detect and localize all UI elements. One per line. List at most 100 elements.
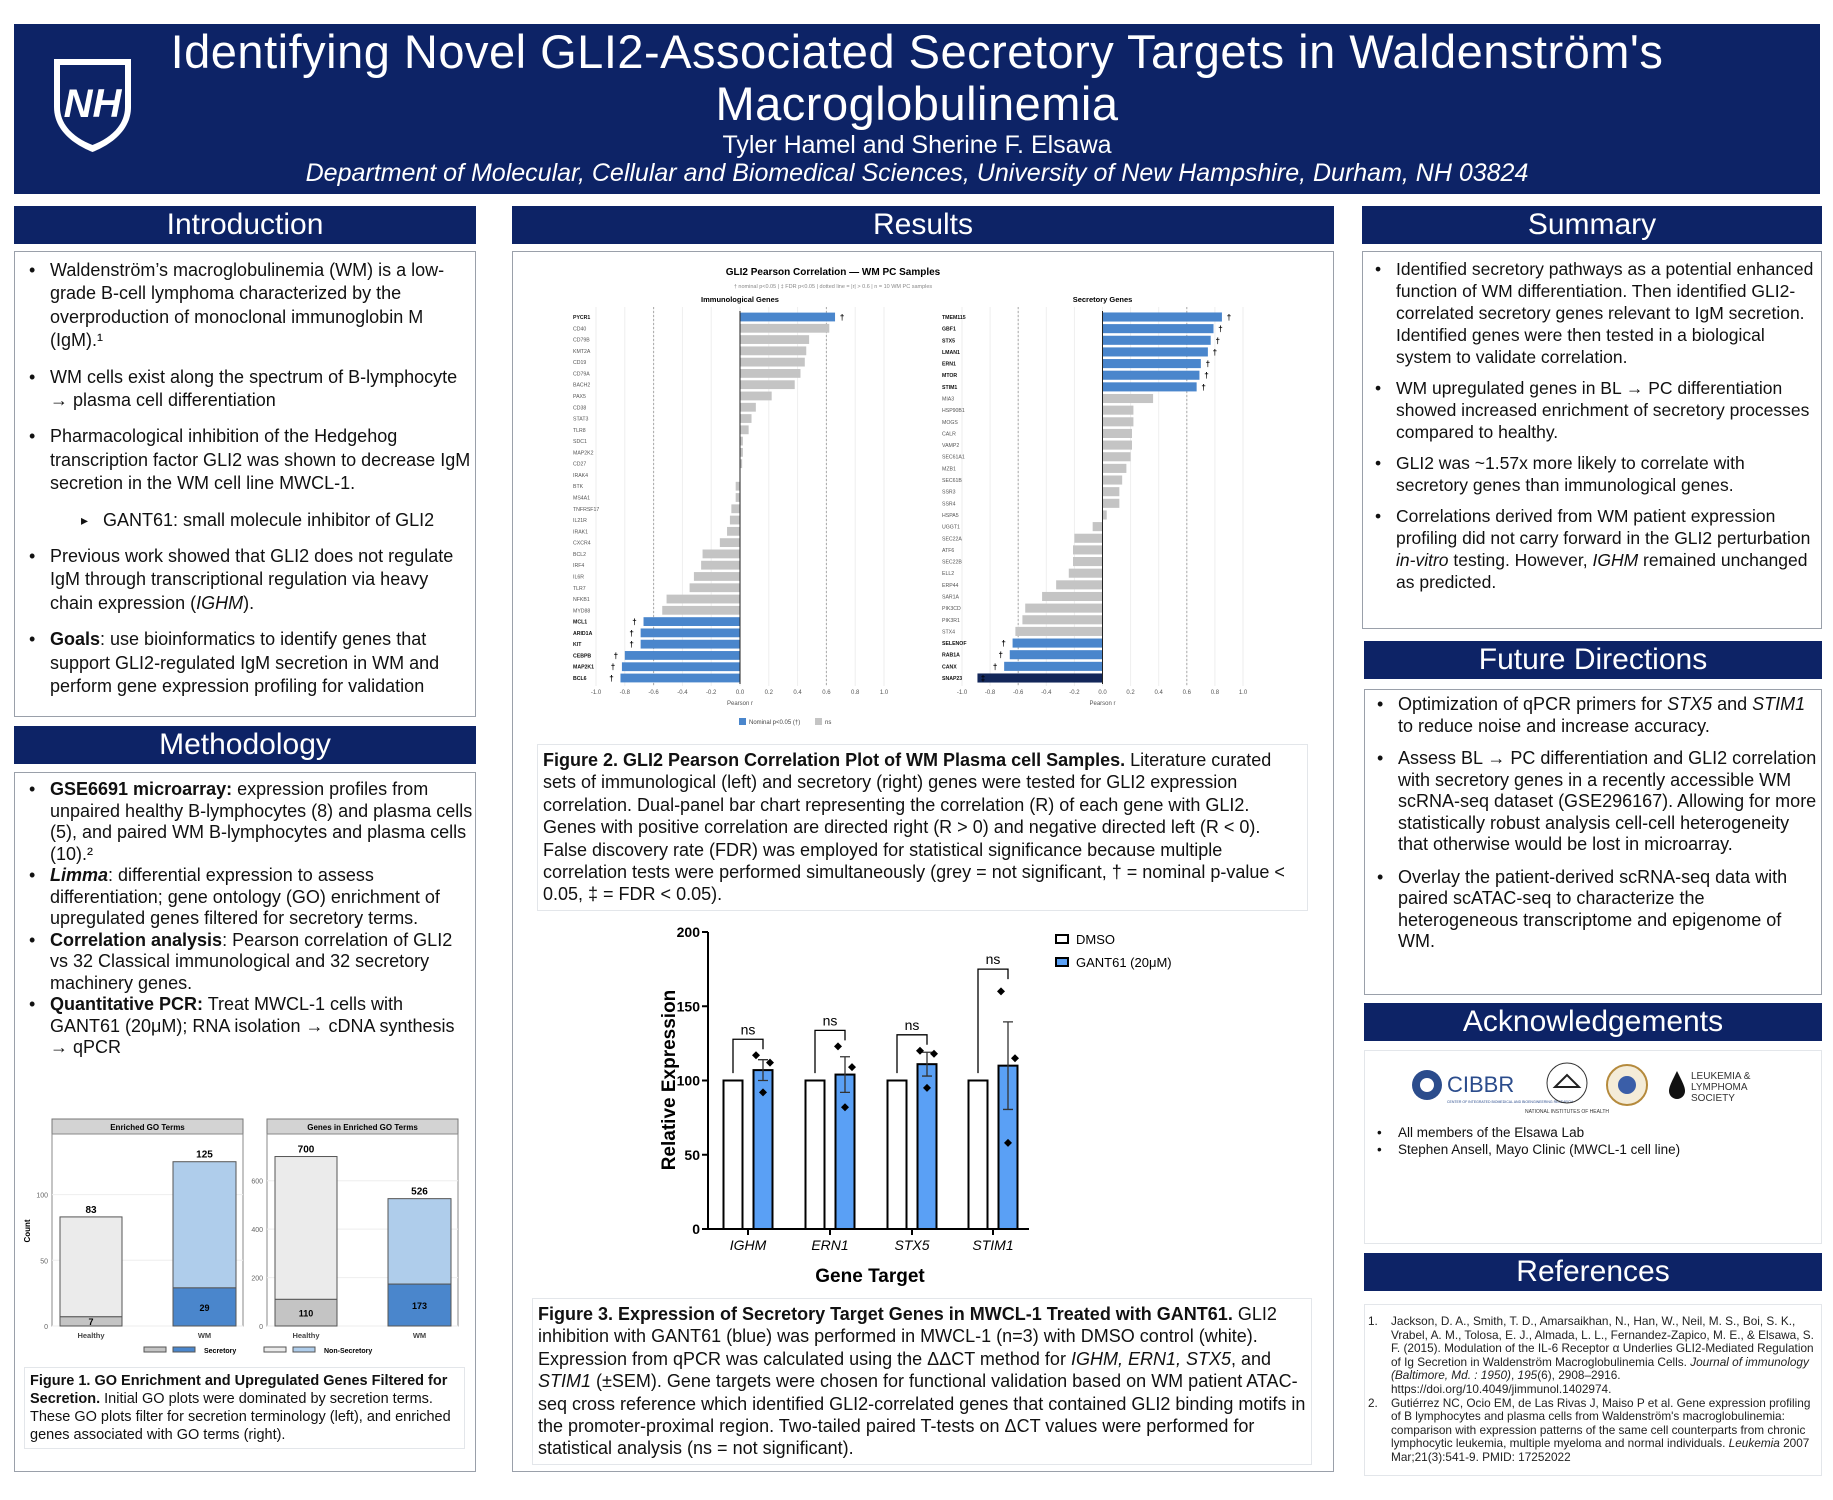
references-section: 1. Jackson, D. A., Smith, T. D., Amarsai… xyxy=(1364,1304,1822,1476)
gene-label: MTOR xyxy=(942,373,957,379)
gene-label: HSPA5 xyxy=(942,513,959,519)
correlation-bar xyxy=(740,391,772,401)
replicate-point xyxy=(1011,1054,1019,1063)
significance-bracket xyxy=(814,1029,846,1074)
correlation-bar xyxy=(977,673,1103,683)
significance-marker: † xyxy=(1201,383,1205,392)
correlation-bar xyxy=(1102,370,1200,380)
figure2-correlation-chart: GLI2 Pearson Correlation — WM PC Samples… xyxy=(573,267,1248,726)
gene-label: MZB1 xyxy=(942,466,956,472)
non-secretory-bar xyxy=(59,1216,123,1318)
significance-label: ns xyxy=(741,1021,756,1037)
figure2-caption: Figure 2. GLI2 Pearson Correlation Plot … xyxy=(537,744,1308,911)
svg-text:CENTER OF INTEGRATED BIOMEDICA: CENTER OF INTEGRATED BIOMEDICAL AND BIOE… xyxy=(1447,1100,1573,1104)
total-label: 526 xyxy=(411,1187,428,1198)
method-item: Limma: differential expression to assess… xyxy=(23,865,475,930)
acknowledgements-section: CIBBR CENTER OF INTEGRATED BIOMEDICAL AN… xyxy=(1364,1050,1822,1244)
x-tick-label: -0.2 xyxy=(1069,690,1080,696)
significance-bracket xyxy=(977,968,1009,1074)
non-secretory-bar xyxy=(274,1156,338,1300)
gene-label: BCL6 xyxy=(573,676,587,682)
chart-subtitle: † nominal p<0.05 | ‡ FDR p<0.05 | dotted… xyxy=(734,284,933,290)
replicate-point xyxy=(841,1103,849,1112)
significance-marker: † xyxy=(1204,371,1208,380)
legend-label: Non-Secretory xyxy=(324,1348,372,1355)
gene-label: NFKB1 xyxy=(573,597,590,603)
legend-label: Nominal p<0.05 (†) xyxy=(749,720,800,726)
correlation-bar xyxy=(1102,324,1214,334)
correlation-bar xyxy=(643,617,740,626)
x-tick-label: 0.8 xyxy=(1211,690,1220,696)
correlation-bar xyxy=(740,357,805,367)
gene-label: ERN1 xyxy=(942,362,956,368)
correlation-bar xyxy=(640,628,740,638)
x-tick-label: 1.0 xyxy=(880,690,889,696)
correlation-bar xyxy=(735,493,740,502)
unh-logo-icon: NH xyxy=(54,59,131,152)
correlation-bar xyxy=(1074,533,1103,543)
gene-label: SEC61B xyxy=(942,478,962,484)
method-item: Quantitative PCR: Treat MWCL-1 cells wit… xyxy=(23,994,475,1059)
x-tick-label: 0.6 xyxy=(822,690,831,696)
significance-marker: † xyxy=(611,663,615,672)
significance-marker: † xyxy=(1213,348,1217,357)
correlation-bar xyxy=(1102,382,1197,392)
secretory-bar xyxy=(387,1283,452,1327)
panel-title: Enriched GO Terms xyxy=(110,1123,185,1132)
method-item: GSE6691 microarray: expression profiles … xyxy=(23,779,475,865)
correlation-bar xyxy=(693,572,740,581)
gene-label: CANX xyxy=(942,664,957,670)
correlation-bar xyxy=(740,436,743,446)
references-heading: References xyxy=(1364,1253,1822,1291)
correlation-bar xyxy=(1012,638,1103,648)
replicate-point xyxy=(916,1046,924,1055)
correlation-bar xyxy=(1068,568,1103,578)
x-tick-label: 0.4 xyxy=(1155,690,1164,696)
x-tick-label: 0.4 xyxy=(793,690,802,696)
replicate-point xyxy=(1004,1138,1012,1147)
significance-marker: † xyxy=(999,651,1003,660)
gene-label: ERP44 xyxy=(942,583,959,589)
legend-label: ns xyxy=(825,720,831,726)
correlation-bar xyxy=(701,560,740,570)
y-axis-label: Count xyxy=(23,1219,32,1242)
gene-label: CD38 xyxy=(573,405,586,411)
significance-marker: † xyxy=(1001,639,1005,648)
x-axis-label: Gene Target xyxy=(815,1266,925,1287)
gene-label: VAMP2 xyxy=(942,443,959,449)
non-secretory-bar xyxy=(387,1198,452,1285)
gene-label: MAP2K1 xyxy=(573,665,594,671)
correlation-bar xyxy=(1072,545,1103,555)
gene-label: CEBPB xyxy=(573,653,591,659)
gene-label: SNAP23 xyxy=(942,676,962,682)
intro-item: Waldenström’s macroglobulinemia (WM) is … xyxy=(23,259,475,353)
correlation-bar xyxy=(740,425,749,435)
legend-label: Secretory xyxy=(204,1348,236,1355)
svg-text:LEUKEMIA &: LEUKEMIA & xyxy=(1691,1071,1751,1082)
legend-swatch xyxy=(172,1346,196,1353)
correlation-bar xyxy=(1102,428,1133,438)
total-label: 125 xyxy=(196,1150,213,1161)
correlation-bar xyxy=(640,639,740,649)
legend-label: DMSO xyxy=(1076,932,1115,947)
gene-label: TLR7 xyxy=(573,586,586,592)
gene-label: PAX5 xyxy=(573,394,586,400)
gene-label: TLR8 xyxy=(573,428,586,434)
summary-item: Identified secretory pathways as a poten… xyxy=(1369,258,1821,368)
gene-label: STIM1 xyxy=(942,385,957,391)
correlation-bar xyxy=(1102,405,1134,415)
gene-label: PYCR1 xyxy=(573,315,590,321)
summary-item: GLI2 was ~1.57x more likely to correlate… xyxy=(1369,452,1821,496)
x-tick-label: STIM1 xyxy=(972,1237,1013,1253)
correlation-bar xyxy=(662,605,740,615)
society-seal-icon xyxy=(1606,1064,1648,1106)
secretory-label: 7 xyxy=(88,1317,93,1327)
poster-header: Identifying Novel GLI2-Associated Secret… xyxy=(14,24,1820,194)
correlation-bar xyxy=(740,323,830,333)
correlation-bar xyxy=(1025,603,1103,613)
gene-label: CALR xyxy=(942,431,956,437)
gene-label: STAT3 xyxy=(573,417,588,423)
secretory-bar xyxy=(172,1287,237,1327)
summary-item: WM upregulated genes in BL → PC differen… xyxy=(1369,377,1821,443)
correlation-bar xyxy=(735,481,740,491)
